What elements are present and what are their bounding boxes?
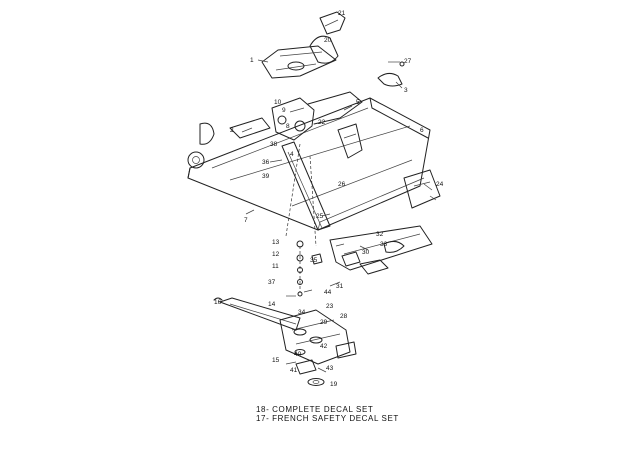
- callout-14: 14: [268, 301, 276, 308]
- callout-43: 43: [326, 365, 334, 372]
- callout-30: 30: [362, 249, 370, 256]
- callout-22: 22: [318, 119, 326, 126]
- main-lift-rod: [281, 141, 331, 247]
- french-safety-decal-caption: 17- FRENCH SAFETY DECAL SET: [256, 414, 399, 423]
- callout-8: 8: [286, 123, 290, 130]
- callout-12: 12: [272, 251, 280, 258]
- callout-3: 3: [404, 87, 408, 94]
- callout-7: 7: [244, 217, 248, 224]
- callout-9: 9: [282, 107, 286, 114]
- callout-28: 28: [340, 313, 348, 320]
- callout-1: 1: [250, 57, 254, 64]
- fastener-stack: [296, 240, 323, 297]
- callout-6: 6: [420, 127, 424, 134]
- callout-37: 37: [268, 279, 276, 286]
- callout-11: 11: [272, 263, 279, 270]
- callout-10: 10: [274, 99, 282, 106]
- callout-33: 33: [380, 241, 388, 248]
- callout-24: 24: [436, 181, 444, 188]
- deck-lift-knob: [187, 117, 271, 169]
- lower-housing: [329, 225, 433, 275]
- callout-44: 44: [324, 289, 332, 296]
- callout-34: 34: [298, 309, 306, 316]
- callout-25: 25: [316, 213, 324, 220]
- callout-15: 15: [272, 357, 280, 364]
- callout-16: 16: [214, 299, 222, 306]
- callout-27: 27: [404, 58, 412, 65]
- callout-32: 32: [376, 231, 384, 238]
- handle-bracket-assembly: [271, 91, 363, 159]
- callout-21: 21: [338, 10, 346, 17]
- callout-20: 20: [324, 37, 332, 44]
- callout-19: 19: [330, 381, 338, 388]
- callout-5: 5: [356, 99, 360, 106]
- callout-labels: 21 20 1 27 3 10 9 2 8 5 22 38 6 4 26 36 …: [214, 10, 444, 388]
- callout-38: 38: [270, 141, 278, 148]
- spindle-assembly: [279, 309, 357, 386]
- callout-36: 36: [262, 159, 270, 166]
- callout-26: 26: [338, 181, 346, 188]
- callout-29: 29: [320, 319, 328, 326]
- callout-2: 2: [230, 127, 234, 134]
- callout-31: 31: [336, 283, 344, 290]
- leader-lines: [241, 59, 437, 373]
- callout-41: 41: [290, 367, 298, 374]
- retainer-clip: [377, 61, 405, 87]
- decal-set-caption: 18- COMPLETE DECAL SET: [256, 405, 374, 414]
- callout-35: 35: [310, 257, 318, 264]
- callout-23: 23: [326, 303, 334, 310]
- deck-side-arm: [403, 169, 441, 209]
- callout-4: 4: [290, 151, 294, 158]
- callout-42: 42: [320, 343, 328, 350]
- lower-lever-arm: [213, 297, 301, 331]
- callout-39: 39: [262, 173, 270, 180]
- upper-handle-grip: [261, 11, 346, 79]
- callout-40: 40: [294, 351, 302, 358]
- callout-13: 13: [272, 239, 280, 246]
